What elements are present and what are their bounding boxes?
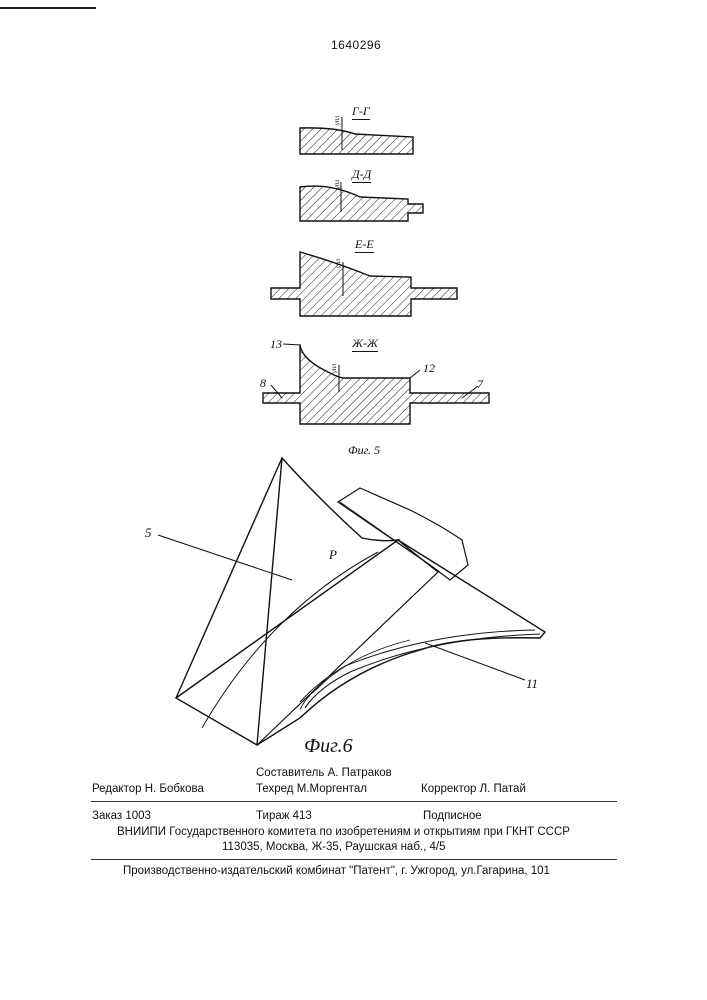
section-d-profile	[300, 186, 423, 221]
circulation: Тираж 413	[256, 810, 312, 822]
section-label-d: Д-Д	[352, 167, 371, 183]
compiler: Составитель А. Патраков	[256, 767, 392, 779]
section-label-g: Г-Г	[352, 104, 370, 120]
techred: Техред М.Моргентал	[256, 783, 367, 795]
imprint-rule	[91, 859, 617, 860]
section-e-profile	[271, 252, 457, 316]
section-g-profile	[300, 128, 413, 154]
figure-6-caption: Фиг.6	[304, 735, 353, 758]
angle-label: γпл	[333, 180, 341, 189]
editor: Редактор Н. Бобкова	[92, 783, 204, 795]
section-label-zh: Ж-Ж	[352, 336, 378, 352]
angle-label: γпл	[334, 259, 342, 268]
figure-5	[0, 0, 707, 470]
callout-7: 7	[477, 377, 483, 392]
subscription: Подписное	[423, 810, 482, 822]
callout-8: 8	[260, 376, 266, 391]
callout-p: P	[329, 547, 337, 563]
order: Заказ 1003	[92, 810, 151, 822]
figure-6	[0, 440, 707, 760]
imprint-rule	[91, 801, 617, 802]
callout-12: 12	[423, 361, 435, 376]
callout-13: 13	[270, 337, 282, 352]
section-label-e: Е-Е	[355, 237, 374, 253]
angle-label: γпл	[333, 116, 341, 125]
callout-5: 5	[145, 525, 152, 541]
publisher: Производственно-издательский комбинат "П…	[123, 865, 550, 877]
callout-11: 11	[526, 676, 538, 692]
angle-label: γпл	[330, 364, 338, 373]
section-zh-profile	[263, 345, 489, 424]
address: 113035, Москва, Ж-35, Раушская наб., 4/5	[222, 841, 445, 853]
corrector: Корректор Л. Патай	[421, 783, 526, 795]
org-line: ВНИИПИ Государственного комитета по изоб…	[117, 826, 570, 838]
